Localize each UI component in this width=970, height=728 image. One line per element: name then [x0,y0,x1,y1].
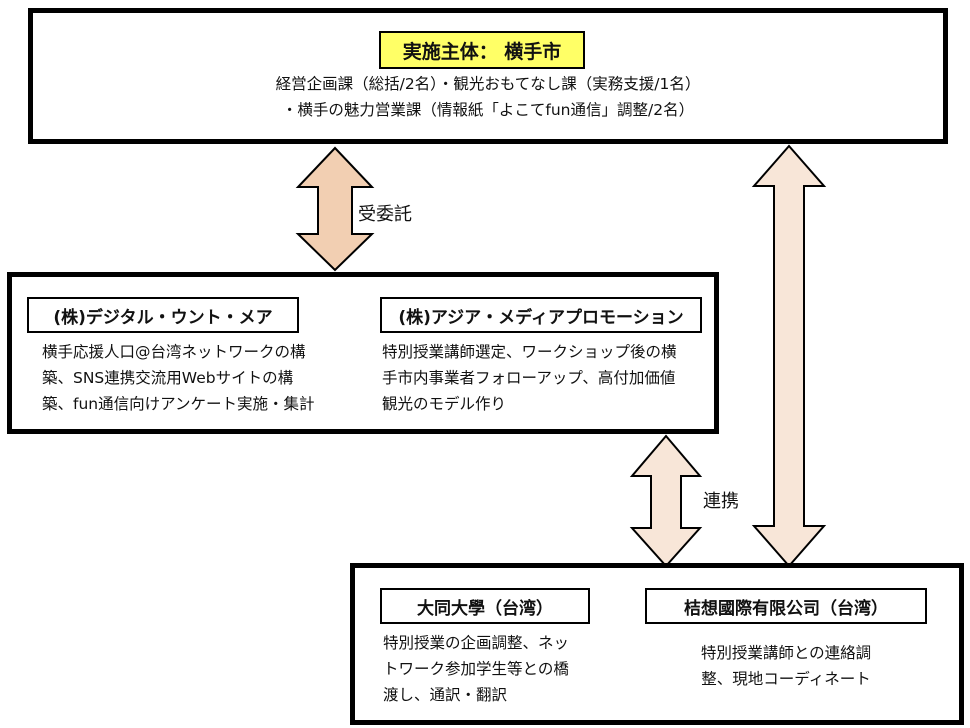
digital-und-meer-line-2: 築、SNS連携交流用Webサイトの構 [42,369,294,387]
taiwan-partners-box: 大同大學（台湾） 特別授業の企画調整、ネッ トワーク参加学生等との橋 渡し、通訳… [350,563,964,725]
asia-media-promotion-line-3: 観光のモデル作り [382,395,507,413]
digital-und-meer-line-1: 横手応援人口@台湾ネットワークの構 [42,343,306,361]
jiexiang-international-line-2: 整、現地コーディネート [701,670,871,688]
implementing-body-box: 実施主体： 横手市 経営企画課（総括/2名）・観光おもてなし課（実務支援/1名）… [28,8,948,144]
jiexiang-international-title: 桔想國際有限公司（台湾） [645,588,927,624]
digital-und-meer-line-3: 築、fun通信向けアンケート実施・集計 [42,395,315,413]
implementing-body-line-1: 経営企画課（総括/2名）・観光おもてなし課（実務支援/1名） [275,75,701,93]
asia-media-promotion-line-2: 手市内事業者フォローアップ、高付加価値 [382,369,676,387]
tatung-university-title: 大同大學（台湾） [380,588,590,624]
implementing-body-line-2: ・横手の魅力営業課（情報紙「よこてfun通信」調整/2名） [281,101,695,119]
jiexiang-international-line-1: 特別授業講師との連絡調 [700,644,872,662]
commission-arrow [295,146,375,272]
asia-media-promotion-title: (株)アジア・メディアプロモーション [380,297,702,333]
tatung-university-line-2: トワーク参加学生等との橋 [383,660,569,678]
tatung-university-line-1: 特別授業の企画調整、ネッ [383,634,570,652]
digital-und-meer-title: (株)デジタル・ウント・メア [27,297,299,333]
direct-link-arrow [751,144,827,568]
contractors-box: (株)デジタル・ウント・メア 横手応援人口@台湾ネットワークの構 築、SNS連携… [7,272,719,434]
implementing-body-title: 実施主体： 横手市 [379,31,585,69]
commission-label: 受委託 [358,204,412,225]
asia-media-promotion-line-1: 特別授業講師選定、ワークショップ後の横 [382,343,677,361]
cooperation-arrow [629,434,703,568]
cooperation-label: 連携 [703,491,739,512]
tatung-university-line-3: 渡し、通訳・翻訳 [383,686,508,704]
